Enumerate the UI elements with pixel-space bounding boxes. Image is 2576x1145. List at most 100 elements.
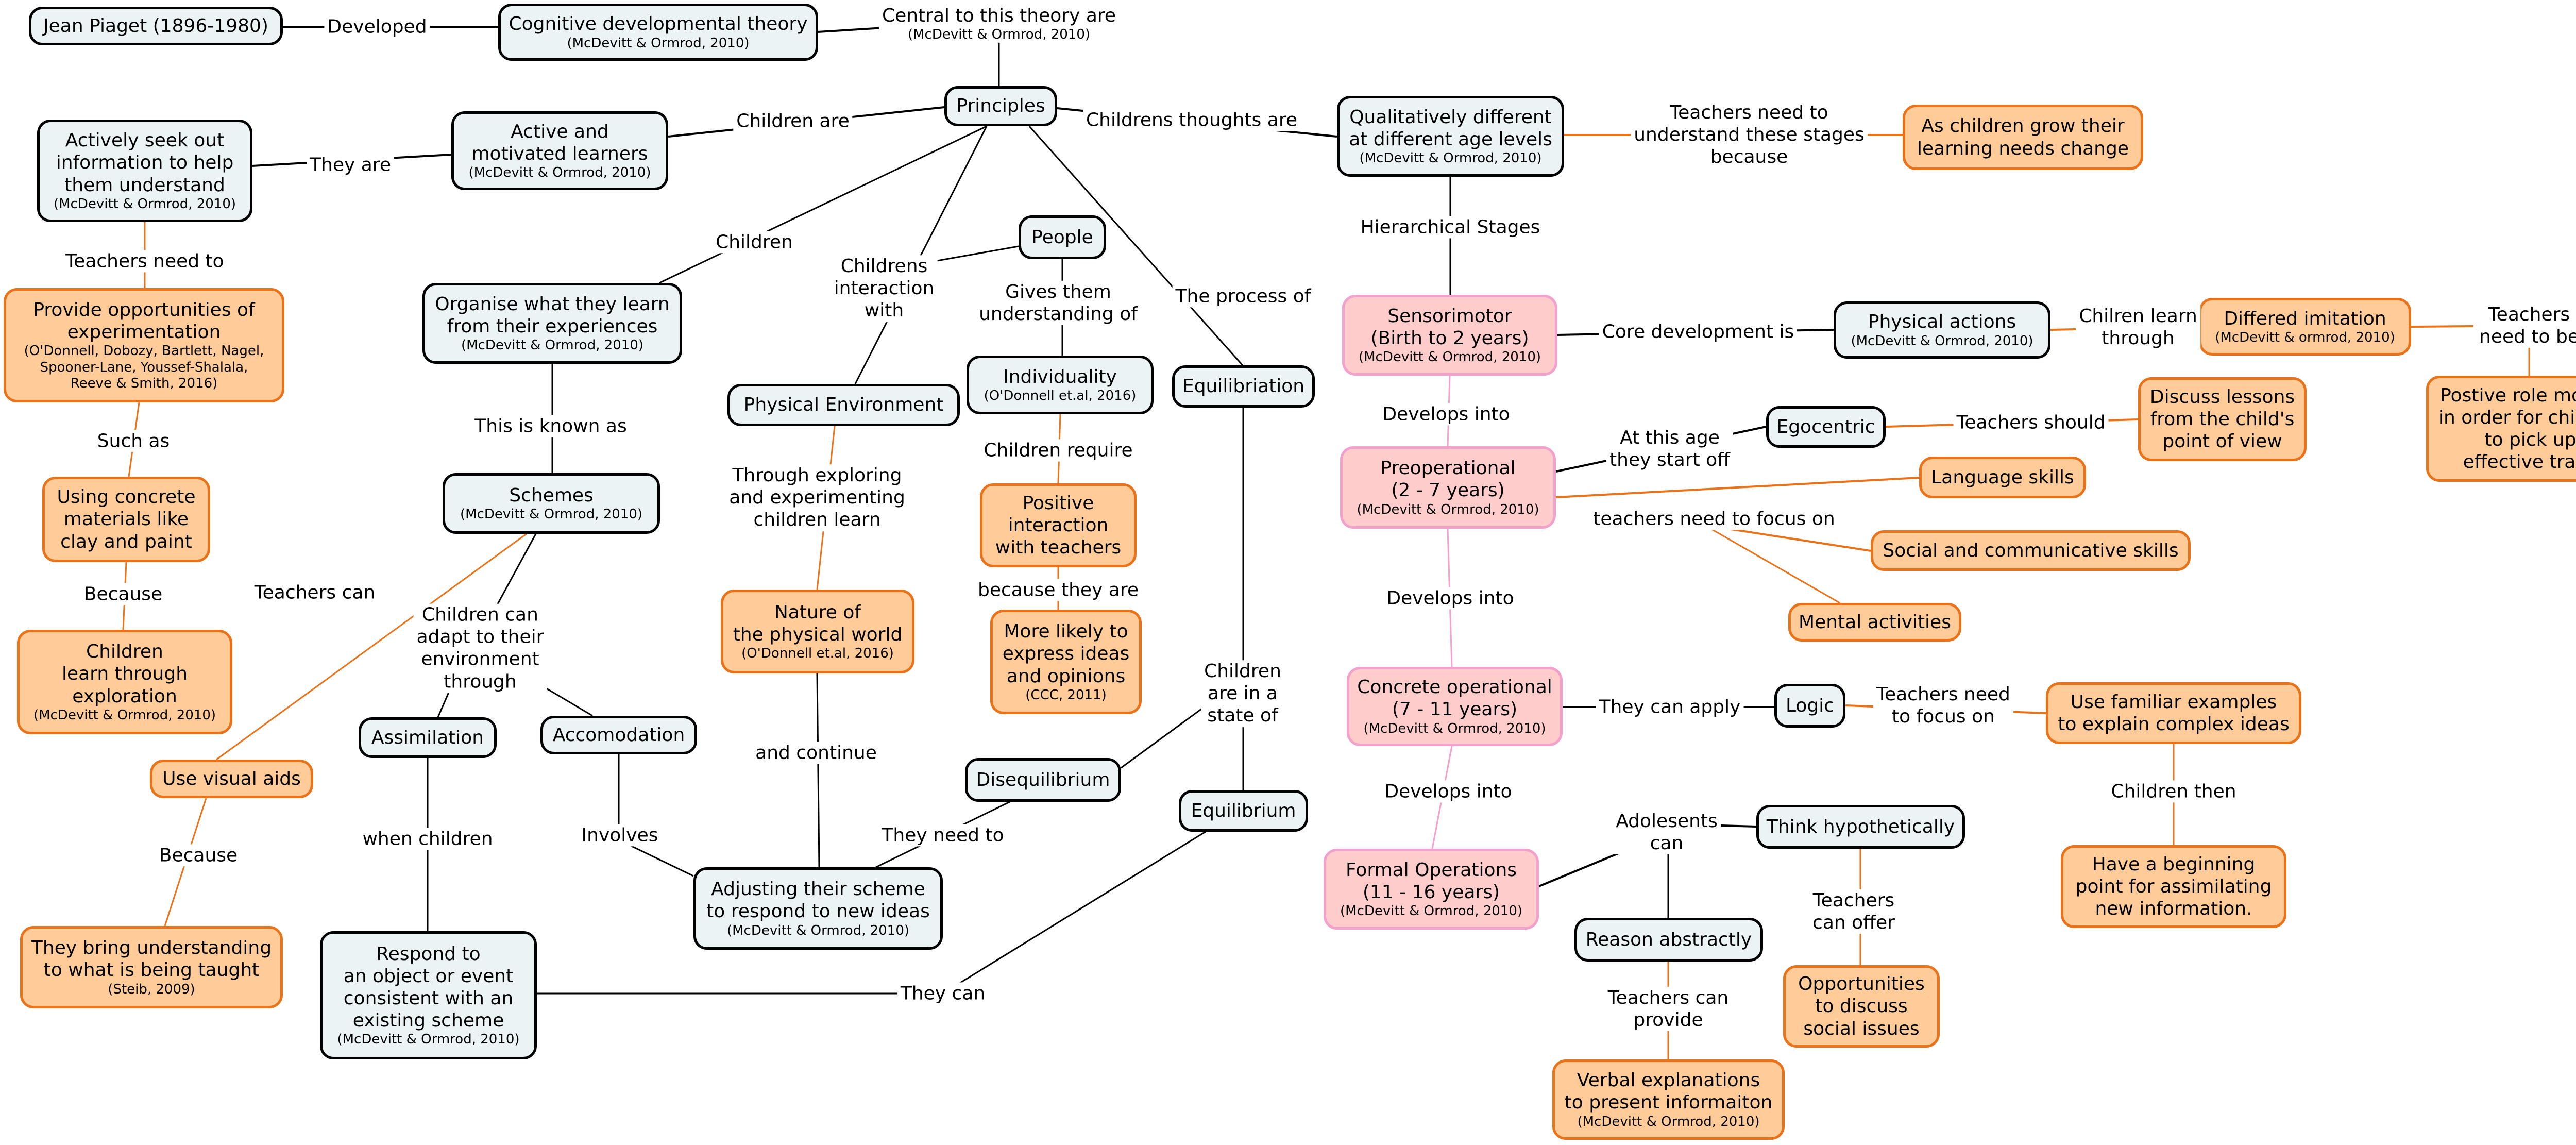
link-label-through-exploring: Through exploring and experimenting chil… [726,464,908,531]
node-text: Preoperational (2 - 7 years) [1380,458,1516,501]
link-label-citation: (McDevitt & Ormrod, 2010) [907,27,1091,42]
connector-line [942,831,1206,995]
node-text: Egocentric [1776,416,1875,437]
link-label-they-need-to: They need to [878,824,1007,847]
node-organise[interactable]: Organise what they learn from their expe… [422,283,682,364]
node-text: Sensorimotor (Birth to 2 years) [1370,305,1529,349]
node-text: Equilibriation [1182,376,1305,397]
node-more-likely[interactable]: More likely to express ideas and opinion… [990,610,1142,714]
node-mental-activities[interactable]: Mental activities [1788,603,1961,642]
node-text: Physical actions [1868,311,2016,333]
node-sensorimotor[interactable]: Sensorimotor (Birth to 2 years)(McDevitt… [1342,295,1557,376]
link-label-such-as: Such as [94,430,173,452]
node-individuality[interactable]: Individuality(O'Donnell et.al, 2016) [967,356,1154,414]
connector-line [1705,525,1840,604]
node-text: Use visual aids [162,768,301,789]
node-text: Concrete operational (7 - 11 years) [1357,677,1552,720]
node-cognitive-theory[interactable]: Cognitive developmental theory(McDevitt … [498,4,818,61]
node-accomodation[interactable]: Accomodation [540,716,697,754]
node-logic[interactable]: Logic [1774,684,1845,728]
node-formal-operations[interactable]: Formal Operations (11 - 16 years)(McDevi… [1324,849,1539,930]
node-citation: (McDevitt & ormrod, 2010) [2215,330,2395,345]
link-label-develops-into-2: Develops into [1383,587,1517,610]
node-actively-seek[interactable]: Actively seek out information to help th… [37,120,252,222]
link-label-need-to-be: Teachers need to be [2473,303,2576,348]
node-concrete-materials[interactable]: Using concrete materials like clay and p… [42,477,210,562]
node-citation: (McDevitt & Ormrod, 2010) [337,1032,520,1048]
node-citation: (McDevitt & Ormrod, 2010) [567,35,750,51]
node-active-learners[interactable]: Active and motivated learners(McDevitt &… [451,111,668,190]
node-discuss-lessons[interactable]: Discuss lessons from the child's point o… [2138,377,2307,461]
node-visual-aids[interactable]: Use visual aids [150,760,313,798]
node-text: Organise what they learn from their expe… [435,293,670,337]
node-adjusting[interactable]: Adjusting their scheme to respond to new… [693,867,943,950]
node-disequilibrium[interactable]: Disequilibrium [965,758,1121,802]
node-qualitatively-different[interactable]: Qualitatively different at different age… [1337,96,1564,177]
node-text: Have a beginning point for assimilating … [2075,853,2272,920]
node-citation: (Steib, 2009) [108,981,195,997]
node-think-hypothetically[interactable]: Think hypothetically [1756,805,1965,849]
node-provide-opportunities[interactable]: Provide opportunities of experimentation… [4,288,284,402]
node-citation: (McDevitt & Ormrod, 2010) [33,707,216,723]
node-reason-abstractly[interactable]: Reason abstractly [1574,918,1763,962]
link-label-children-require: Children require [980,439,1136,462]
node-text: Active and motivated learners [471,121,648,164]
node-beginning-point[interactable]: Have a beginning point for assimilating … [2061,845,2286,928]
node-differed-imitation[interactable]: Differed imitation(McDevitt & ormrod, 20… [2199,298,2411,356]
node-egocentric[interactable]: Egocentric [1766,406,1886,448]
link-label-teachers-can: Teachers can [251,581,379,604]
node-learning-needs-change[interactable]: As children grow their learning needs ch… [1903,105,2143,170]
link-label-process-of: The process of [1172,285,1314,308]
link-label-known-as: This is known as [471,415,630,437]
node-respond[interactable]: Respond to an object or event consistent… [320,931,537,1059]
node-citation: (McDevitt & Ormrod, 2010) [460,507,643,522]
node-nature-physical-world[interactable]: Nature of the physical world(O'Donnell e… [721,590,914,673]
node-role-models[interactable]: Postive role models in order for childre… [2426,376,2576,482]
link-label-adolesents: Adolesents can [1613,810,1721,855]
link-label-can-apply: They can apply [1596,696,1744,718]
link-label-when-children: when children [359,828,496,850]
node-bring-understanding[interactable]: They bring understanding to what is bein… [20,926,283,1008]
node-physical-environment[interactable]: Physical Environment [727,384,960,426]
node-text: Reason abstractly [1585,929,1752,950]
node-verbal-explanations[interactable]: Verbal explanations to present informait… [1552,1059,1785,1140]
node-text: People [1031,226,1093,248]
node-familiar-examples[interactable]: Use familiar examples to explain complex… [2046,682,2301,744]
link-label-teachers-need-to: Teachers need to [62,250,227,273]
link-label-children: Children [713,231,796,254]
node-physical-actions[interactable]: Physical actions(McDevitt & Ormrod, 2010… [1834,301,2050,359]
node-text: Physical Environment [743,394,944,416]
connector-line [1121,705,1206,769]
node-social-skills[interactable]: Social and communicative skills [1871,530,2191,571]
node-text: Disequilibrium [976,769,1110,790]
node-social-issues[interactable]: Opportunities to discuss social issues [1783,965,1940,1048]
link-label-text: Central to this theory are [882,5,1116,26]
node-citation: (McDevitt & Ormrod, 2010) [1363,720,1546,736]
node-citation: (McDevitt & Ormrod, 2010) [726,922,910,938]
node-learn-exploration[interactable]: Children learn through exploration(McDev… [17,630,232,734]
node-jean-piaget[interactable]: Jean Piaget (1896-1980) [29,7,283,45]
link-label-focus-on: teachers need to focus on [1590,508,1838,530]
connector-line [854,126,988,384]
node-preoperational[interactable]: Preoperational (2 - 7 years)(McDevitt & … [1340,446,1556,529]
node-text: Adjusting their scheme to respond to new… [706,879,930,922]
node-principles[interactable]: Principles [944,86,1057,126]
node-equilibrium[interactable]: Equilibrium [1179,790,1308,832]
node-citation: (McDevitt & Ormrod, 2010) [1359,150,1542,166]
node-text: Mental activities [1799,611,1951,633]
node-language-skills[interactable]: Language skills [1919,457,2086,498]
node-equilibriation[interactable]: Equilibriation [1172,365,1315,408]
node-positive-interaction[interactable]: Positive interaction with teachers [980,483,1137,567]
node-schemes[interactable]: Schemes(McDevitt & Ormrod, 2010) [443,473,660,534]
node-text: Assimilation [371,727,484,748]
link-label-thoughts-are: Childrens thoughts are [1083,109,1300,131]
node-people[interactable]: People [1019,215,1106,259]
node-concrete-operational[interactable]: Concrete operational (7 - 11 years)(McDe… [1347,667,1563,746]
link-label-understand-stages: Teachers need to understand these stages… [1631,102,1868,169]
node-assimilation[interactable]: Assimilation [359,717,497,758]
connector-line [494,533,537,610]
link-label-at-this-age: At this age they start off [1606,426,1733,472]
link-label-core-development: Core development is [1599,321,1798,343]
node-citation: (O'Donnell et.al, 2016) [741,646,894,662]
node-text: Children learn through exploration [61,641,188,707]
